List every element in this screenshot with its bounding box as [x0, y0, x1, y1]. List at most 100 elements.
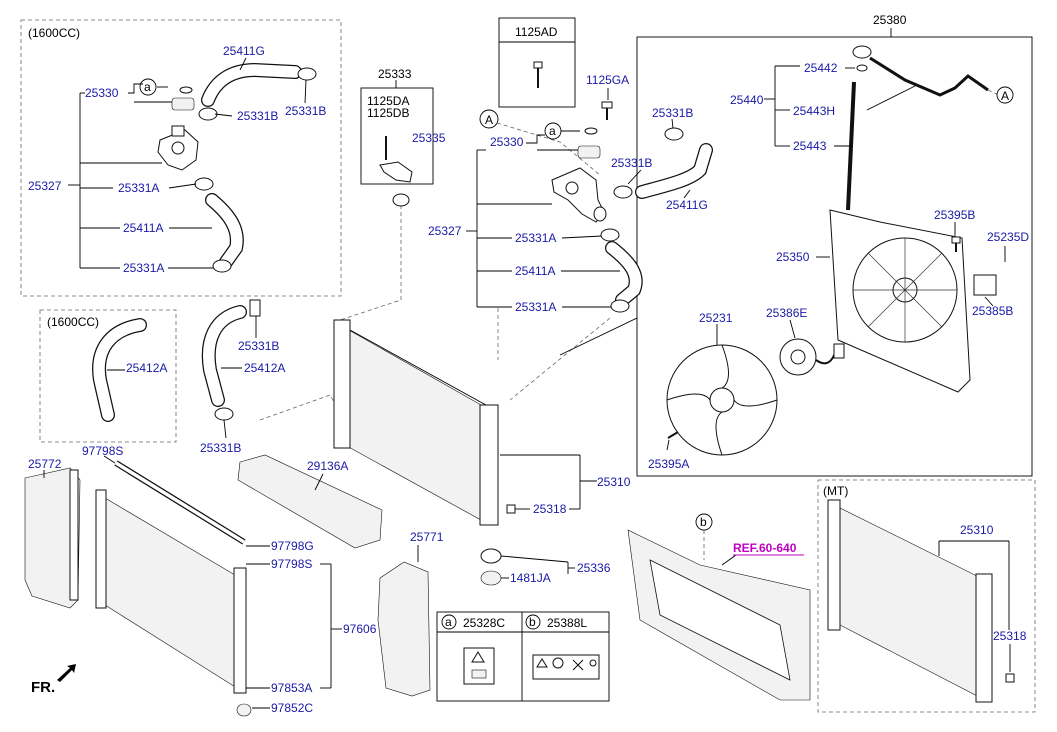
label-1125GA: 1125GA — [586, 73, 629, 87]
gasket-icon — [577, 145, 601, 159]
fan-motor-25386e — [779, 338, 845, 376]
radiator-cap-25336 — [480, 548, 502, 586]
drain-plug-icon — [506, 504, 516, 514]
label-25327: 25327 — [28, 179, 62, 193]
clamp-icon — [297, 67, 317, 81]
bolt-25395b-icon — [951, 236, 961, 252]
warning-label-25388l-icon — [532, 654, 600, 680]
label-25310: 25310 — [597, 475, 631, 489]
legend-b-part: 25388L — [547, 616, 587, 630]
fan-shroud-25350 — [829, 209, 971, 393]
label-25331A: 25331A — [515, 300, 556, 314]
label-97606: 97606 — [343, 622, 377, 636]
hose-25412a — [201, 305, 247, 407]
label-25411G: 25411G — [666, 198, 708, 212]
label-25412A: 25412A — [244, 361, 285, 375]
frame-fan-shroud — [636, 36, 1033, 477]
frame-1125ad — [498, 17, 576, 108]
legend-a-part: 25328C — [463, 616, 505, 630]
label-25330: 25330 — [85, 86, 119, 100]
label-1125DB: 1125DB — [367, 106, 409, 120]
drain-plug-mt-icon — [1005, 673, 1015, 683]
hose-25412a-1600cc — [92, 318, 147, 422]
condenser-97606 — [95, 489, 247, 694]
label-97798S: 97798S — [82, 444, 123, 458]
callout-A: A — [485, 113, 493, 127]
clamp-icon — [194, 177, 214, 191]
label-97852C: 97852C — [271, 701, 313, 715]
hose-25411a-left — [205, 193, 244, 269]
gasket-icon — [171, 97, 195, 111]
clip-icon — [249, 299, 261, 317]
callout-A-icon — [996, 86, 1014, 104]
label-25331B: 25331B — [237, 109, 278, 123]
seal-strip-97798s — [114, 460, 246, 545]
hose-25411a-middle — [605, 241, 643, 307]
legend-a-letter: a — [445, 615, 452, 629]
air-guard-29136a — [237, 454, 383, 549]
callout-a-letter: a — [144, 80, 151, 94]
box-title-1600cc: (1600CC) — [28, 26, 80, 40]
label-25442: 25442 — [804, 61, 838, 75]
clamp-icon — [212, 259, 232, 273]
label-25380: 25380 — [873, 13, 907, 27]
label-25411A: 25411A — [123, 221, 163, 235]
fan-blade-25231 — [666, 344, 778, 456]
hose-25411g-left — [201, 62, 302, 107]
thermostat-housing-middle — [551, 167, 607, 223]
callout-a — [139, 78, 157, 96]
drain-plug-97852c-icon — [236, 703, 252, 717]
label-25331B: 25331B — [611, 156, 652, 170]
label-25385B: 25385B — [972, 304, 1013, 318]
label-25231: 25231 — [699, 311, 733, 325]
legend-box — [436, 611, 610, 702]
label-25331B: 25331B — [285, 104, 326, 118]
label-97853A: 97853A — [271, 681, 312, 695]
thermostat-housing-left — [157, 125, 199, 171]
label-25331A: 25331A — [123, 261, 164, 275]
label-25440: 25440 — [730, 93, 764, 107]
bolt-1125ad-icon — [533, 61, 543, 88]
bolt-1125ga-icon — [601, 101, 613, 120]
label-25331B: 25331B — [652, 106, 693, 120]
label-25443: 25443 — [793, 139, 827, 153]
bracket-25333 — [379, 136, 413, 207]
callout-A-icon — [479, 109, 499, 129]
callout-a-letter: a — [549, 124, 556, 138]
label-1481JA: 1481JA — [510, 571, 551, 585]
label-25395B: 25395B — [934, 208, 975, 222]
o-ring-icon — [179, 86, 193, 94]
front-direction-label: FR. — [31, 679, 55, 696]
label-25310: 25310 — [960, 523, 994, 537]
front-end-carrier — [627, 529, 811, 701]
air-guard-25771 — [377, 561, 431, 697]
legend-a-icon — [441, 614, 457, 630]
clamp-icon — [214, 407, 234, 421]
label-29136A: 29136A — [307, 459, 348, 473]
clamp-icon — [198, 107, 218, 121]
front-arrow-icon — [57, 664, 76, 682]
ref-link[interactable]: REF.60-640 — [733, 541, 797, 555]
legend-b-icon — [525, 614, 541, 630]
radiator-25310 — [333, 319, 499, 526]
label-25333: 25333 — [378, 67, 412, 81]
label-97798G: 97798G — [271, 539, 314, 553]
frame-1600cc-hose — [39, 309, 177, 443]
o-ring-icon — [584, 127, 598, 135]
callout-b: b — [700, 515, 707, 529]
clamp-icon — [613, 185, 633, 199]
label-1125DA: 1125DA — [367, 94, 409, 108]
label-25331A: 25331A — [515, 231, 556, 245]
resistor-25385b-icon — [973, 274, 997, 296]
hose-25411g-middle — [635, 143, 713, 199]
label-1125AD: 1125AD — [515, 25, 558, 39]
label-25331A: 25331A — [118, 181, 159, 195]
label-25772: 25772 — [28, 457, 62, 471]
box-title-mt: (MT) — [823, 484, 848, 498]
label-25771: 25771 — [410, 530, 444, 544]
label-25327: 25327 — [428, 224, 462, 238]
callout-A: A — [1001, 89, 1009, 103]
label-25331B: 25331B — [238, 339, 279, 353]
radiator-25310-mt — [827, 499, 993, 703]
